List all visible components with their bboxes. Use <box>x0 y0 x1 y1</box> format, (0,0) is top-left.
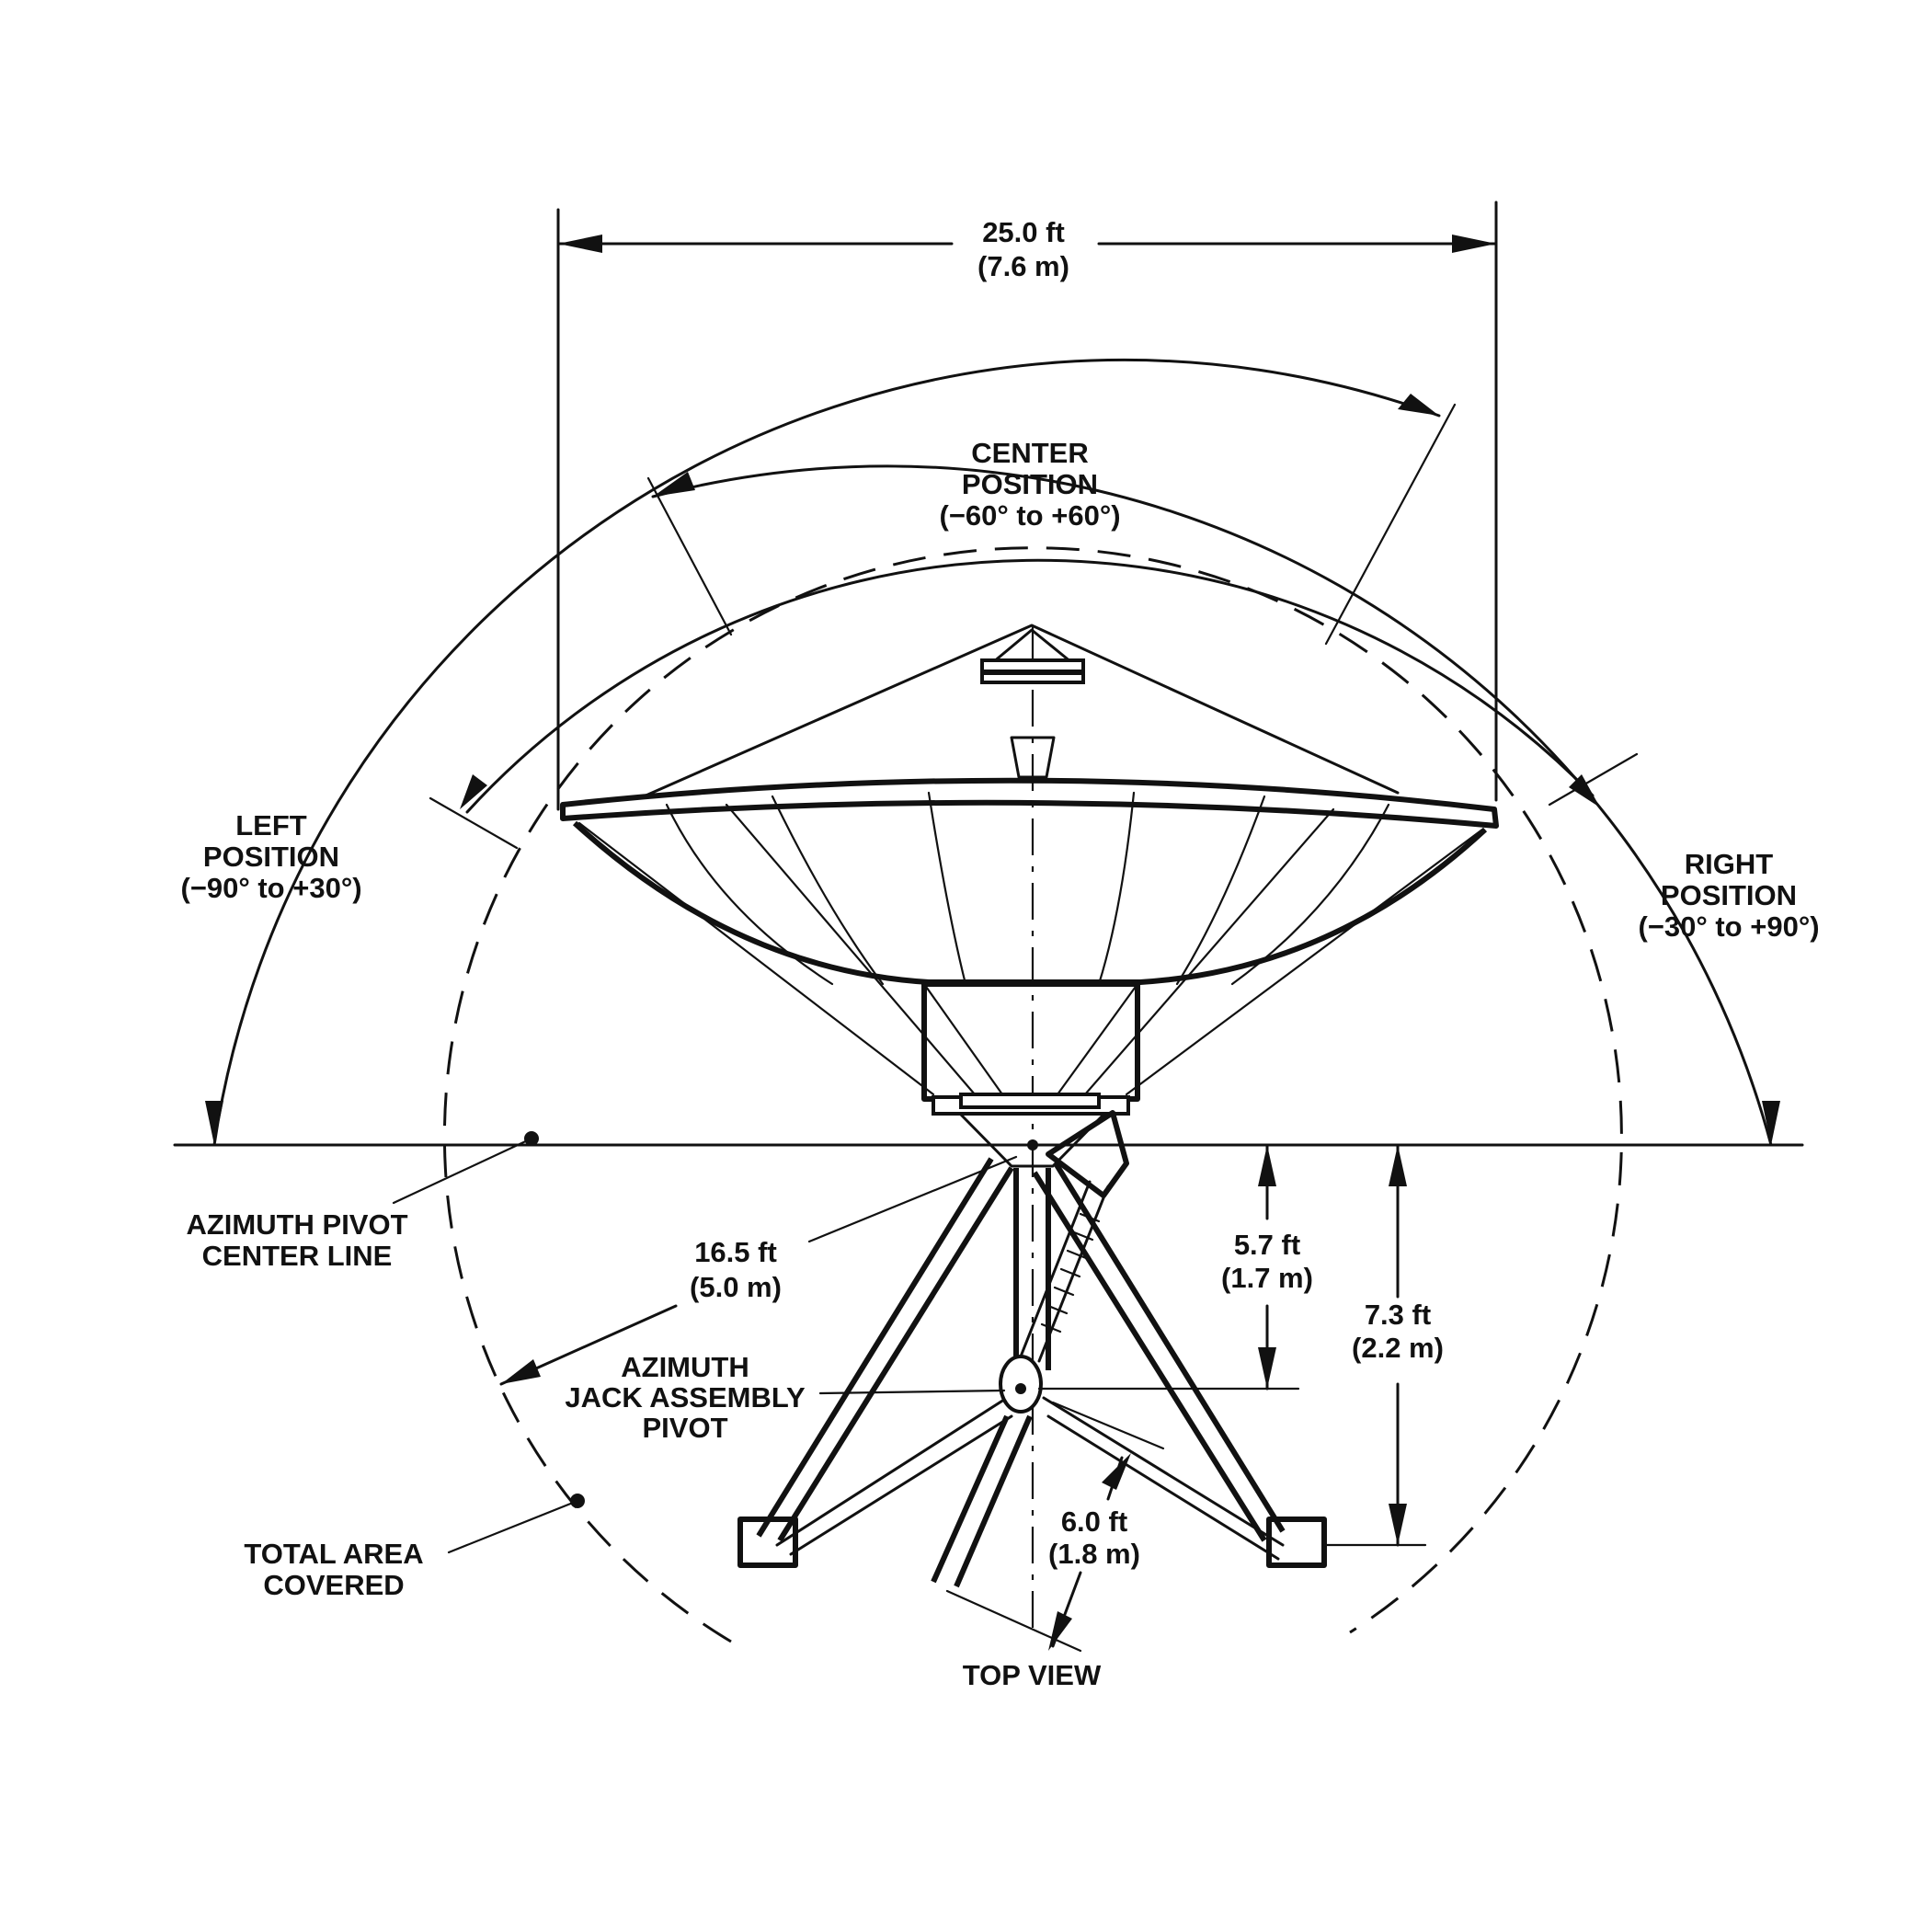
total-area-label-line1: TOTAL AREA <box>244 1538 423 1570</box>
top-view-label: TOP VIEW <box>963 1659 1102 1691</box>
jack-pivot-label-line3: PIVOT <box>642 1412 727 1444</box>
left-position-line1: LEFT <box>235 809 307 841</box>
jack-length-dimension <box>945 1401 1165 1653</box>
center-position-line2: POSITION <box>962 468 1098 500</box>
jack-length-meters-label: (1.8 m) <box>1048 1538 1140 1570</box>
jack-pivot-leader <box>818 1389 1006 1395</box>
azimuth-pivot-label-line1: AZIMUTH PIVOT <box>186 1208 407 1241</box>
radius-meters-label: (5.0 m) <box>690 1271 782 1303</box>
jack-pivot-label-line2: JACK ASSEMBLY <box>565 1381 806 1414</box>
right-position-range: (−30° to +90°) <box>1638 910 1819 943</box>
center-position-line1: CENTER <box>971 437 1088 469</box>
jack-length-feet-label: 6.0 ft <box>1061 1505 1127 1538</box>
total-area-leader <box>447 1494 585 1554</box>
left-position-range: (−90° to +30°) <box>180 872 361 904</box>
right-position-arc <box>651 464 1780 1147</box>
left-position-arc <box>205 358 1457 1147</box>
pivot-height-dimension <box>1037 1143 1300 1391</box>
total-area-circle <box>442 546 1623 1643</box>
width-meters-label: (7.6 m) <box>977 250 1069 282</box>
base-height-feet-label: 7.3 ft <box>1365 1299 1431 1331</box>
pivot-height-meters-label: (1.7 m) <box>1221 1262 1313 1294</box>
azimuth-pivot-leader <box>392 1131 539 1205</box>
base-height-meters-label: (2.2 m) <box>1352 1332 1444 1364</box>
antenna-dish <box>560 624 1499 1116</box>
pivot-height-feet-label: 5.7 ft <box>1234 1229 1300 1261</box>
total-area-label-line2: COVERED <box>263 1569 404 1601</box>
width-dimension <box>556 200 1498 811</box>
radius-feet-label: 16.5 ft <box>694 1236 777 1268</box>
radius-dimension <box>499 1139 1038 1386</box>
center-position-range: (−60° to +60°) <box>939 499 1120 532</box>
base-height-dimension <box>1322 1143 1427 1547</box>
pedestal-tripod <box>737 1110 1327 1588</box>
width-feet-label: 25.0 ft <box>982 216 1065 248</box>
jack-pivot-label-line1: AZIMUTH <box>621 1351 749 1383</box>
right-position-line2: POSITION <box>1661 879 1797 911</box>
left-position-line2: POSITION <box>203 841 339 873</box>
right-position-line1: RIGHT <box>1685 848 1774 880</box>
azimuth-pivot-center-line <box>173 625 1804 1637</box>
azimuth-pivot-label-line2: CENTER LINE <box>202 1240 393 1272</box>
